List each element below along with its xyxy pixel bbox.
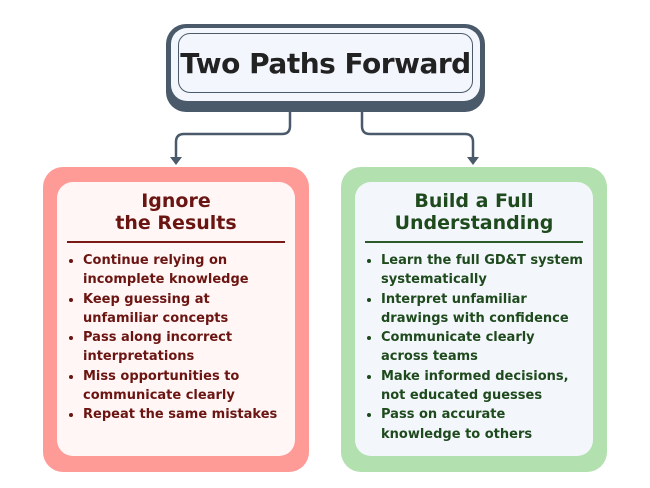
bullet-list: Continue relying on incomplete knowledge… xyxy=(67,251,285,425)
list-item: Communicate clearly across teams xyxy=(381,328,583,367)
heading-line: Ignore xyxy=(141,190,211,212)
connector-right xyxy=(360,112,475,160)
heading-line: Understanding xyxy=(394,212,554,234)
list-item: Make informed decisions, not educated gu… xyxy=(381,367,583,406)
connector-left xyxy=(174,112,292,160)
list-item: Interpret unfamiliar drawings with confi… xyxy=(381,290,583,329)
bullet-list: Learn the full GD&T system systematicall… xyxy=(365,251,583,444)
arrow-left-icon xyxy=(170,157,182,165)
list-item: Pass on accurate knowledge to others xyxy=(381,405,583,444)
list-item: Keep guessing at unfamiliar concepts xyxy=(83,290,285,329)
card-ignore-results: Ignore the Results Continue relying on i… xyxy=(43,167,309,472)
card-heading: Build a Full Understanding xyxy=(365,190,583,243)
card-build-understanding: Build a Full Understanding Learn the ful… xyxy=(341,167,607,472)
title-box-bg xyxy=(171,28,480,101)
page-title: Two Paths Forward xyxy=(178,33,473,93)
list-item: Miss opportunities to communicate clearl… xyxy=(83,367,285,406)
list-item: Repeat the same mistakes xyxy=(83,405,285,424)
list-item: Learn the full GD&T system systematicall… xyxy=(381,251,583,290)
arrow-right-icon xyxy=(467,157,479,165)
list-item: Continue relying on incomplete knowledge xyxy=(83,251,285,290)
heading-line: the Results xyxy=(115,212,237,234)
card-heading: Ignore the Results xyxy=(67,190,285,243)
heading-line: Build a Full xyxy=(414,190,534,212)
list-item: Pass along incorrect interpretations xyxy=(83,328,285,367)
